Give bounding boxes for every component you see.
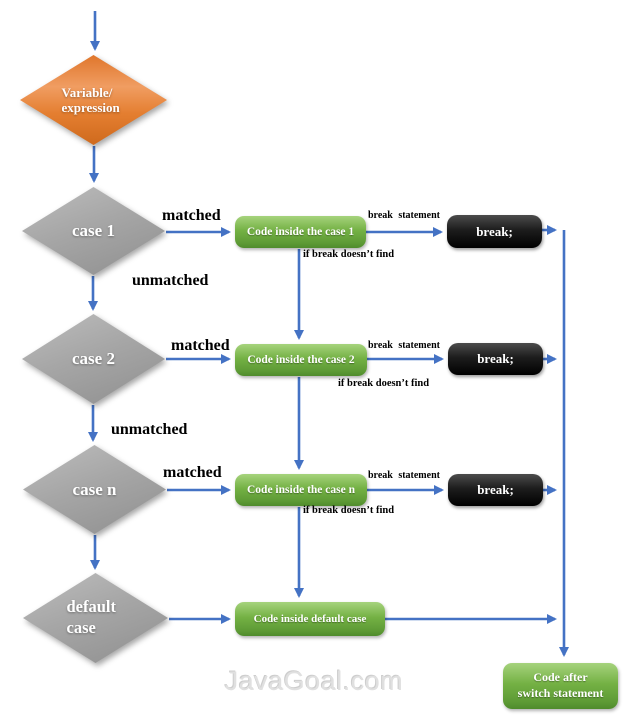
default-diamond-shape: default case	[23, 573, 168, 663]
process-code-after-switch: Code after switch statement	[503, 663, 618, 709]
process-code-after-label: Code after switch statement	[518, 670, 604, 701]
edge-label-if-break-not-found-n: if break doesn’t find	[303, 505, 395, 516]
default-label: default case	[67, 597, 125, 638]
default-label-line1: default	[66, 597, 117, 617]
process-code-after-line2: switch statement	[517, 686, 604, 700]
process-code-casen: Code inside the case n	[235, 474, 367, 506]
casen-label: case n	[72, 479, 117, 499]
case2-decision-node: case 2	[22, 314, 165, 404]
edge-label-unmatched-1: unmatched	[132, 272, 209, 289]
case2-diamond-shape: case 2	[22, 314, 165, 404]
watermark: JavaGoal.com	[224, 666, 404, 696]
break-box-n-label: break;	[477, 482, 514, 497]
break-box-1-label: break;	[476, 223, 513, 239]
break-box-1: break;	[447, 215, 542, 248]
edge-label-break-statement-1: break statement	[368, 210, 440, 221]
start-label-line1: Variable/	[61, 84, 113, 100]
edge-label-matched-n: matched	[163, 464, 222, 481]
edge-label-matched-2: matched	[171, 337, 230, 354]
break-box-n: break;	[448, 474, 543, 506]
casen-decision-node: case n	[23, 445, 166, 534]
edge-label-break-statement-2: break statement	[368, 340, 440, 351]
process-code-default-label: Code inside default case	[253, 612, 367, 625]
start-decision-node: Variable/ expression	[20, 55, 167, 145]
case1-diamond-shape: case 1	[22, 187, 165, 275]
start-label-line2: expression	[61, 100, 120, 115]
edge-label-if-break-not-found-1: if break doesn’t find	[303, 249, 395, 260]
process-code-after-line1: Code after	[533, 670, 588, 685]
start-diamond-shape: Variable/ expression	[20, 55, 167, 145]
process-code-case1: Code inside the case 1	[235, 216, 366, 248]
case1-decision-node: case 1	[22, 187, 165, 275]
process-code-case2: Code inside the case 2	[235, 344, 367, 376]
default-label-line2: case	[66, 618, 96, 637]
casen-diamond-shape: case n	[23, 445, 166, 534]
case2-label: case 2	[72, 349, 115, 368]
break-box-2: break;	[448, 343, 543, 375]
edge-label-matched-1: matched	[162, 207, 221, 224]
case1-label: case 1	[72, 221, 115, 240]
edge-label-unmatched-2: unmatched	[111, 421, 188, 438]
process-code-case1-label: Code inside the case 1	[246, 225, 355, 238]
process-code-casen-label: Code inside the case n	[247, 483, 355, 496]
edge-label-break-statement-n: break statement	[368, 470, 440, 481]
break-box-2-label: break;	[477, 351, 514, 366]
start-label: Variable/ expression	[62, 85, 126, 116]
process-code-case2-label: Code inside the case 2	[247, 353, 355, 366]
process-code-default: Code inside default case	[235, 602, 385, 636]
default-decision-node: default case	[23, 573, 168, 663]
edge-label-if-break-not-found-2: if break doesn’t find	[338, 378, 430, 389]
